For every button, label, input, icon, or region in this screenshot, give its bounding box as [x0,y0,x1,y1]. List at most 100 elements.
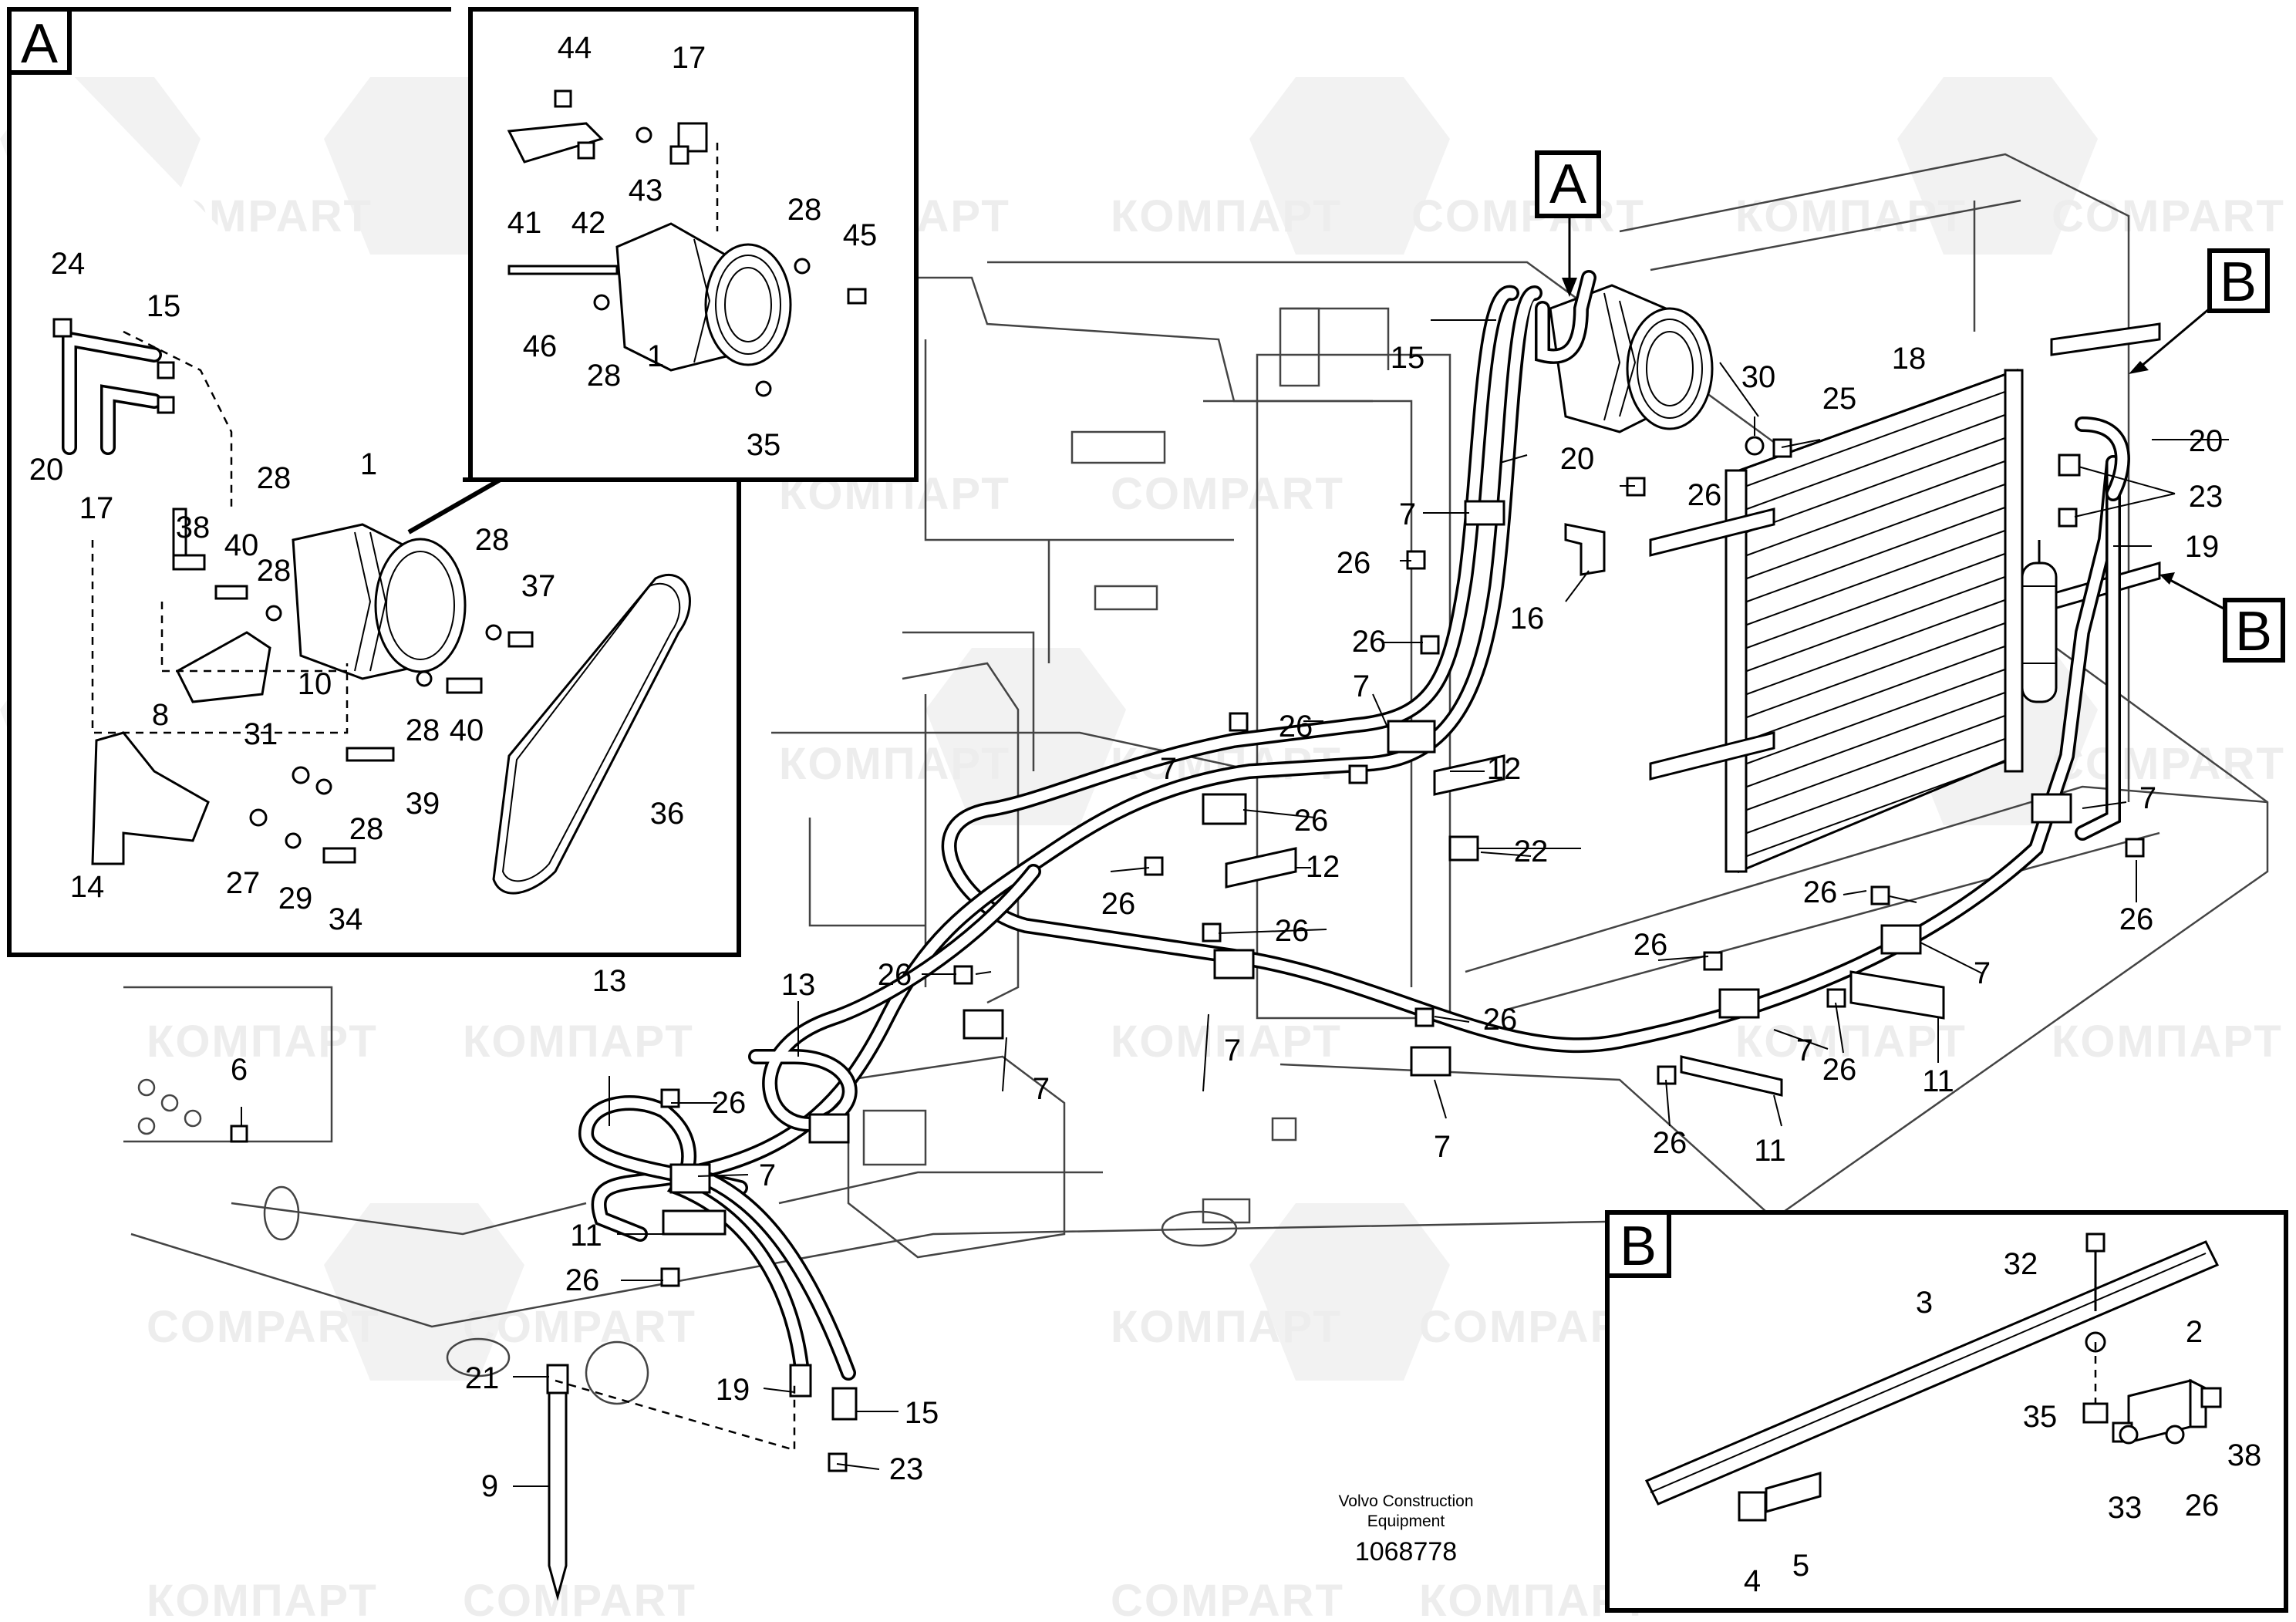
callout-7: 7 [1224,1034,1241,1067]
callout-18: 18 [1892,342,1927,376]
callout-26: 26 [2119,902,2154,936]
maker-line-2: Equipment [1367,1512,1445,1530]
callout-15: 15 [147,289,181,323]
callout-7: 7 [1399,497,1416,531]
drawing-number: 1068778 [1355,1537,1457,1566]
callout-20: 20 [1560,442,1595,476]
hose-clamps [662,500,2072,1236]
callout-17: 17 [79,491,114,525]
callout-7: 7 [759,1158,776,1192]
callout-10: 10 [298,667,332,701]
callouts-detail-a: 24 15 20 1 17 28 38 28 40 28 37 10 8 28 … [29,247,685,936]
watermark-text: COMPART [463,1302,696,1352]
callout-28: 28 [406,713,440,747]
callout-12: 12 [1487,752,1522,786]
callout-15: 15 [1391,341,1425,375]
callout-7: 7 [1434,1130,1451,1164]
callout-34: 34 [329,902,363,936]
callout-23: 23 [2189,480,2224,514]
callout-26: 26 [1483,1003,1518,1037]
callout-27: 27 [226,866,261,900]
callout-5: 5 [1792,1549,1809,1583]
callout-9: 9 [481,1469,498,1503]
watermark-text: КОМПАРТ [1111,191,1342,241]
callout-24: 24 [51,247,86,281]
b-reference-bottom: B [2235,601,2272,663]
callout-7: 7 [2139,781,2156,815]
callout-28: 28 [475,523,510,557]
callout-29: 29 [278,882,313,916]
watermark-text: КОМПАРТ [1735,1017,1967,1067]
callout-45: 45 [843,218,878,252]
callout-30: 30 [1741,360,1776,394]
callout-26: 26 [1275,914,1310,948]
callout-6: 6 [231,1053,248,1087]
callout-1: 1 [647,339,664,373]
detail-a-letter: A [21,13,58,75]
b-reference-top: B [2220,251,2257,313]
callout-40: 40 [224,528,259,562]
detail-b-letter: B [1620,1216,1657,1277]
callout-42: 42 [571,206,606,240]
callout-26: 26 [712,1086,747,1120]
callout-31: 31 [244,717,278,751]
condenser [1649,322,2161,874]
callout-38: 38 [176,511,211,545]
receiver-drier [2021,540,2058,703]
callout-7: 7 [1160,752,1177,786]
callout-35: 35 [747,428,781,462]
callout-32: 32 [2004,1247,2038,1281]
watermark-text: КОМПАРТ [147,1576,378,1622]
callout-35: 35 [2023,1400,2058,1434]
callout-7: 7 [1796,1034,1813,1067]
watermark-text: COMPART [463,1576,696,1622]
callout-12: 12 [1306,850,1340,884]
callout-43: 43 [629,174,663,207]
detail-view-compressor-inset [468,7,919,482]
detail-view-b: B [1605,1210,2288,1613]
callout-11: 11 [1922,1064,1954,1098]
callout-26: 26 [2185,1489,2220,1523]
watermark-text: КОМПАРТ [147,1017,378,1067]
callout-26: 26 [1822,1053,1857,1087]
callout-13: 13 [781,968,816,1002]
callout-7: 7 [1974,956,1991,990]
callout-17: 17 [672,41,706,75]
watermark-text: COMPART [2052,739,2285,789]
callout-40: 40 [450,713,484,747]
callout-2: 2 [2186,1315,2203,1349]
a-reference-main: A [1549,153,1586,215]
callout-28: 28 [257,554,292,588]
callouts-main-view: 15 20 7 26 26 16 26 7 26 12 7 26 22 12 2… [231,341,2223,1503]
bolts [230,436,2145,1472]
drawing-caption: Volvo Construction Equipment 1068778 [1338,1492,1473,1566]
callout-38: 38 [2227,1438,2262,1472]
callout-39: 39 [406,787,440,821]
callout-19: 19 [716,1373,750,1407]
callout-44: 44 [558,31,592,65]
callout-26: 26 [1633,928,1668,962]
watermark-text: КОМПАРТ [2052,1017,2283,1067]
callout-11: 11 [1754,1134,1786,1168]
callout-26: 26 [1653,1126,1687,1160]
callouts-detail-b: 32 3 2 35 38 33 26 4 5 [1744,1247,2261,1598]
watermark-text: КОМПАРТ [463,1017,694,1067]
watermark-text: КОМПАРТ [779,739,1010,789]
callout-26: 26 [1803,875,1838,909]
callout-23: 23 [889,1452,924,1486]
support-rod [546,1364,858,1601]
callout-19: 19 [2185,530,2220,564]
callout-28: 28 [787,193,822,227]
callout-26: 26 [1294,804,1329,838]
callout-28: 28 [349,812,384,846]
watermark-text: COMPART [1111,1576,1344,1622]
callouts-compressor-inset: 44 17 43 41 42 28 45 46 28 1 35 [507,31,878,462]
callout-25: 25 [1822,382,1857,416]
watermark-text: КОМПАРТ [1111,1017,1342,1067]
callout-20: 20 [2189,424,2224,458]
callout-15: 15 [905,1396,939,1430]
callout-16: 16 [1510,602,1545,636]
callout-20: 20 [29,453,64,487]
callout-26: 26 [1279,710,1313,744]
